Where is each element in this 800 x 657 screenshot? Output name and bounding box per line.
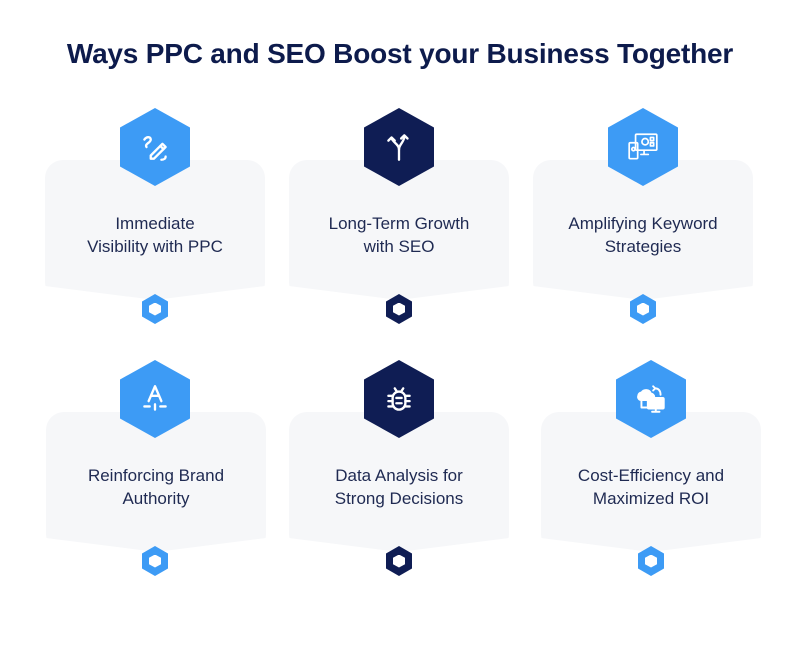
card-label: Reinforcing Brand Authority bbox=[87, 466, 225, 508]
card-label: Data Analysis for Strong Decisions bbox=[334, 466, 464, 508]
marker-hex bbox=[386, 546, 412, 576]
card-label: Long-Term Growth with SEO bbox=[328, 214, 470, 256]
hex-badge bbox=[608, 108, 678, 186]
benefit-card-immediate-visibility: Immediate Visibility with PPC bbox=[45, 108, 267, 348]
benefit-card-long-term-growth: Long-Term Growth with SEO bbox=[289, 108, 511, 348]
marker-hex bbox=[386, 294, 412, 324]
text-baseline-icon bbox=[143, 385, 167, 411]
multi-device-icon bbox=[628, 133, 658, 160]
hex-badge bbox=[120, 360, 190, 438]
benefit-card-keyword-strategies: Amplifying Keyword Strategies bbox=[533, 108, 755, 348]
benefit-card-data-analysis: Data Analysis for Strong Decisions bbox=[289, 360, 511, 600]
hex-badge bbox=[120, 108, 190, 186]
card-label: Cost-Efficiency and Maximized ROI bbox=[577, 466, 725, 508]
hex-badge bbox=[616, 360, 686, 438]
cloud-sync-monitor-icon bbox=[637, 385, 665, 413]
page-title: Ways PPC and SEO Boost your Business Tog… bbox=[66, 38, 734, 69]
benefit-card-brand-authority: Reinforcing Brand Authority bbox=[46, 360, 268, 600]
bug-icon bbox=[387, 387, 411, 411]
split-arrows-icon bbox=[387, 134, 409, 161]
benefit-card-cost-efficiency: Cost-Efficiency and Maximized ROI bbox=[541, 360, 763, 600]
card-label: Immediate Visibility with PPC bbox=[87, 214, 223, 256]
pencil-scribble-icon bbox=[143, 136, 167, 161]
card-label: Amplifying Keyword Strategies bbox=[568, 214, 718, 256]
